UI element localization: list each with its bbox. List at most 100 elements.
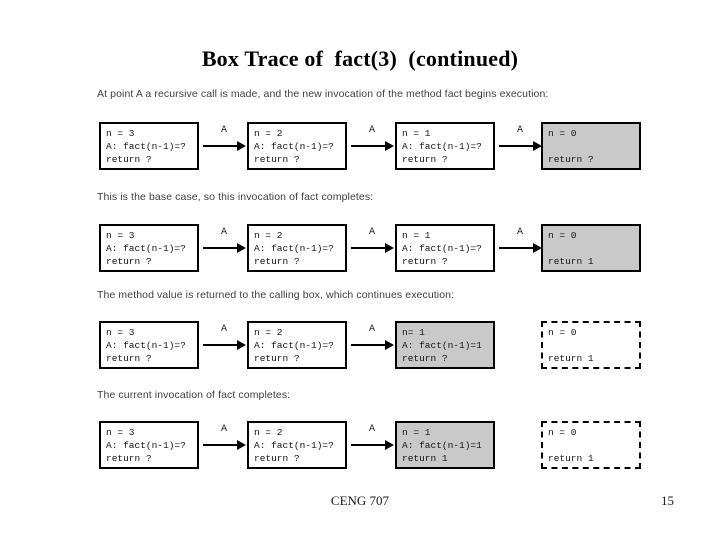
arrowhead-icon [237, 141, 246, 151]
box-line: return 1 [548, 256, 594, 267]
box-line [548, 140, 639, 153]
call-arrow: A [498, 122, 542, 170]
call-arrow: A [202, 421, 246, 469]
arrow-label: A [368, 324, 375, 335]
arrowhead-icon [237, 440, 246, 450]
arrow-line [499, 247, 535, 249]
arrow-label: A [220, 324, 227, 335]
box-line: A: fact(n-1)=1 [402, 440, 482, 451]
box-line: return ? [402, 256, 448, 267]
box-line: n = 3 [106, 327, 135, 338]
arrow-label: A [220, 227, 227, 238]
call-arrow: A [350, 122, 394, 170]
arrow-label: A [368, 424, 375, 435]
arrow-line [351, 145, 387, 147]
box-line: return ? [254, 453, 300, 464]
box-line: n = 3 [106, 128, 135, 139]
arrowhead-icon [237, 243, 246, 253]
footer-course: CENG 707 [330, 493, 390, 508]
trace-box: n = 0 return 1 [541, 321, 641, 369]
box-line: n = 2 [254, 327, 283, 338]
trace-box: n = 0 return 1 [541, 421, 641, 469]
arrowhead-icon [385, 440, 394, 450]
box-line [548, 242, 639, 255]
section-caption: At point A a recursive call is made, and… [97, 88, 549, 100]
box-line: A: fact(n-1)=? [402, 243, 482, 254]
box-line [548, 439, 639, 452]
box-line: A: fact(n-1)=? [254, 340, 334, 351]
arrowhead-icon [385, 141, 394, 151]
trace-box: n = 1 A: fact(n-1)=1 return 1 [395, 421, 495, 469]
arrow-label: A [516, 227, 523, 238]
box-line: return ? [254, 256, 300, 267]
box-line: A: fact(n-1)=? [254, 141, 334, 152]
box-line [548, 339, 639, 352]
section-caption: The method value is returned to the call… [97, 289, 455, 301]
arrow-line [203, 145, 239, 147]
trace-box: n = 2 A: fact(n-1)=? return ? [247, 122, 347, 170]
box-line: A: fact(n-1)=? [402, 141, 482, 152]
arrowhead-icon [533, 141, 542, 151]
box-line: A: fact(n-1)=? [106, 243, 186, 254]
trace-box: n = 2 A: fact(n-1)=? return ? [247, 321, 347, 369]
call-arrow: A [350, 224, 394, 272]
call-arrow: A [202, 224, 246, 272]
box-line: n = 0 [548, 327, 577, 338]
arrowhead-icon [385, 243, 394, 253]
box-line: n = 2 [254, 230, 283, 241]
box-line: A: fact(n-1)=1 [402, 340, 482, 351]
box-line: n = 2 [254, 128, 283, 139]
box-line: n = 2 [254, 427, 283, 438]
arrow-line [351, 247, 387, 249]
arrow-label: A [368, 125, 375, 136]
arrow-line [499, 145, 535, 147]
box-line: return ? [402, 353, 448, 364]
box-line: A: fact(n-1)=? [254, 440, 334, 451]
box-line: return ? [254, 154, 300, 165]
arrow-line [203, 444, 239, 446]
box-line: return 1 [402, 453, 448, 464]
call-arrow: A [350, 321, 394, 369]
footer-page-number: 15 [661, 493, 674, 508]
trace-box: n = 3 A: fact(n-1)=? return ? [99, 321, 199, 369]
arrow-label: A [516, 125, 523, 136]
arrow-line [203, 247, 239, 249]
box-line: n = 3 [106, 427, 135, 438]
box-line: n = 1 [402, 427, 431, 438]
box-line: return ? [548, 154, 594, 165]
box-line: return ? [106, 453, 152, 464]
box-line: n = 1 [402, 230, 431, 241]
box-line: return ? [106, 353, 152, 364]
box-line: return ? [402, 154, 448, 165]
box-line: return 1 [548, 353, 594, 364]
page-title: Box Trace of fact(3) (continued) [201, 46, 519, 71]
section-caption: The current invocation of fact completes… [97, 389, 291, 401]
box-line: A: fact(n-1)=? [106, 340, 186, 351]
arrow-label: A [220, 125, 227, 136]
trace-box: n = 3 A: fact(n-1)=? return ? [99, 224, 199, 272]
arrowhead-icon [237, 340, 246, 350]
arrow-label: A [220, 424, 227, 435]
trace-box: n = 0 return ? [541, 122, 641, 170]
box-line: A: fact(n-1)=? [106, 440, 186, 451]
arrow-line [203, 344, 239, 346]
box-line: n = 0 [548, 230, 577, 241]
box-line: return ? [254, 353, 300, 364]
arrow-label: A [368, 227, 375, 238]
trace-box: n = 0 return 1 [541, 224, 641, 272]
box-line: A: fact(n-1)=? [254, 243, 334, 254]
call-arrow: A [202, 122, 246, 170]
box-line: n = 3 [106, 230, 135, 241]
box-line: return ? [106, 256, 152, 267]
arrowhead-icon [533, 243, 542, 253]
box-line: return 1 [548, 453, 594, 464]
arrow-line [351, 344, 387, 346]
call-arrow: A [202, 321, 246, 369]
